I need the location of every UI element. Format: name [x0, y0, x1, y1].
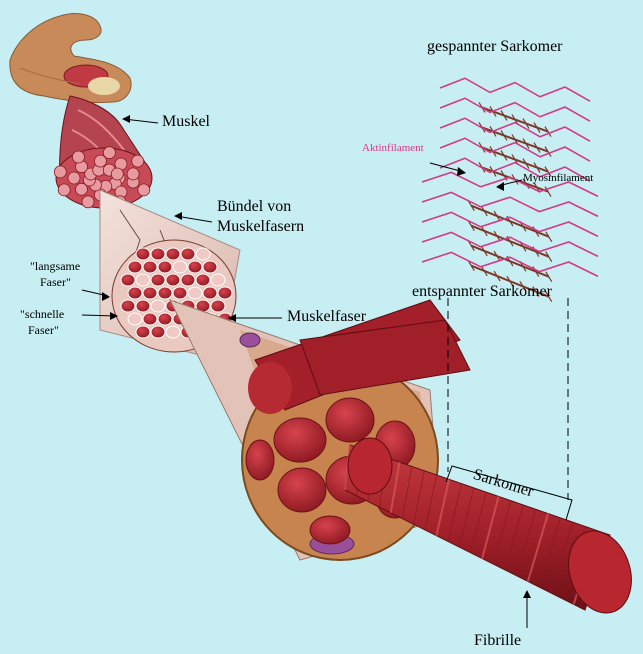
arrowheads	[102, 115, 531, 598]
label-aktinfilament: Aktinfilament	[362, 142, 424, 154]
myofibril-cross-sections	[245, 397, 416, 545]
label-schnelle-line2: Faser"	[28, 323, 59, 337]
myofibril-cylinders	[248, 299, 471, 414]
relaxed-sarcomere-diagram	[421, 171, 599, 302]
arm-illustration	[9, 13, 132, 104]
label-schnelle-line1: "schnelle	[20, 307, 65, 321]
label-muskel: Muskel	[162, 113, 210, 130]
label-muskelfaser: Muskelfaser	[287, 308, 367, 325]
label-buendel-line2: Muskelfasern	[217, 218, 305, 235]
label-fibrille: Fibrille	[474, 632, 522, 649]
label-entspannter-sarkomer: entspannter Sarkomer	[412, 283, 552, 300]
fascicle-cells	[120, 247, 233, 339]
muscle-cross-section-cells	[53, 146, 151, 209]
label-langsame-line2: Faser"	[40, 275, 71, 289]
label-myosinfilament: Myosinfilament	[523, 172, 594, 184]
fibril	[344, 437, 632, 614]
label-gespannter-sarkomer: gespannter Sarkomer	[427, 38, 563, 55]
label-buendel-line1: Bündel von	[217, 198, 292, 215]
label-langsame-line1: "langsame	[30, 259, 81, 273]
tensed-sarcomere-diagram	[439, 77, 591, 197]
callout-lines	[81, 118, 573, 628]
